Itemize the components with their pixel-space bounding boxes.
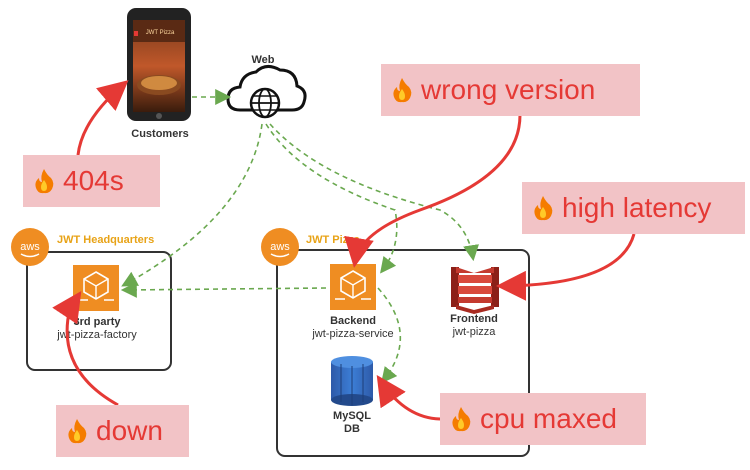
alert-arrow-high-latency xyxy=(496,233,636,301)
alert-404s-text: 404s xyxy=(63,165,124,196)
alert-arrow-wrong-version xyxy=(344,114,522,268)
customers-label: Customers xyxy=(131,128,188,140)
hq-group-title: JWT Headquarters xyxy=(57,234,154,246)
phone-icon: JWT Pizza xyxy=(127,8,191,121)
web-label: Web xyxy=(251,54,274,66)
alert-arrow-404s xyxy=(76,80,129,156)
alert-wrong-version-text: wrong version xyxy=(421,74,596,105)
frontend-title: Frontend xyxy=(450,313,498,325)
arrow-backend-to-mysql xyxy=(377,287,402,384)
cloud-globe-icon xyxy=(226,65,307,119)
mysql-title-line1: MySQL xyxy=(333,410,371,422)
third-party-title: 3rd party xyxy=(73,316,121,328)
svg-text:aws: aws xyxy=(20,241,40,253)
svg-text:aws: aws xyxy=(270,241,290,253)
backend-title: Backend xyxy=(330,315,376,327)
frontend-cdn-icon xyxy=(451,267,499,314)
alert-404s: 404s xyxy=(23,155,160,207)
alert-down-text: down xyxy=(96,415,163,446)
database-icon xyxy=(331,356,373,406)
fire-icon xyxy=(452,407,471,432)
hq-group-box xyxy=(26,251,172,371)
third-party-subtitle: jwt-pizza-factory xyxy=(56,329,137,341)
aws-badge-pizza: aws xyxy=(261,228,299,266)
alert-high-latency-text: high latency xyxy=(562,192,712,223)
third-party-service-icon xyxy=(73,265,119,311)
alert-cpu-maxed: cpu maxed xyxy=(440,393,646,445)
alert-cpu-maxed-text: cpu maxed xyxy=(480,403,617,434)
aws-badge-hq: aws xyxy=(11,228,49,266)
fire-icon xyxy=(68,419,87,444)
pizza-group-box xyxy=(276,249,530,457)
alert-arrow-cpu-maxed xyxy=(376,374,441,421)
fire-icon xyxy=(534,196,553,221)
backend-subtitle: jwt-pizza-service xyxy=(311,328,393,340)
svg-text:JWT Pizza: JWT Pizza xyxy=(146,30,175,36)
alert-wrong-version: wrong version xyxy=(381,64,640,116)
arrow-web-to-backend xyxy=(265,123,398,274)
arrow-web-to-frontend xyxy=(269,123,479,262)
alert-down: down xyxy=(56,405,189,457)
arrow-backend-to-third-party xyxy=(120,281,327,298)
fire-icon xyxy=(35,169,54,194)
alert-high-latency: high latency xyxy=(522,182,745,234)
backend-service-icon xyxy=(330,264,376,310)
arrow-web-to-third-party xyxy=(121,123,263,287)
fire-icon xyxy=(393,78,412,103)
frontend-subtitle: jwt-pizza xyxy=(452,326,497,338)
mysql-title-line2: DB xyxy=(344,423,360,435)
alert-arrow-down xyxy=(52,291,119,407)
pizza-group-title: JWT Pizza xyxy=(306,234,361,246)
